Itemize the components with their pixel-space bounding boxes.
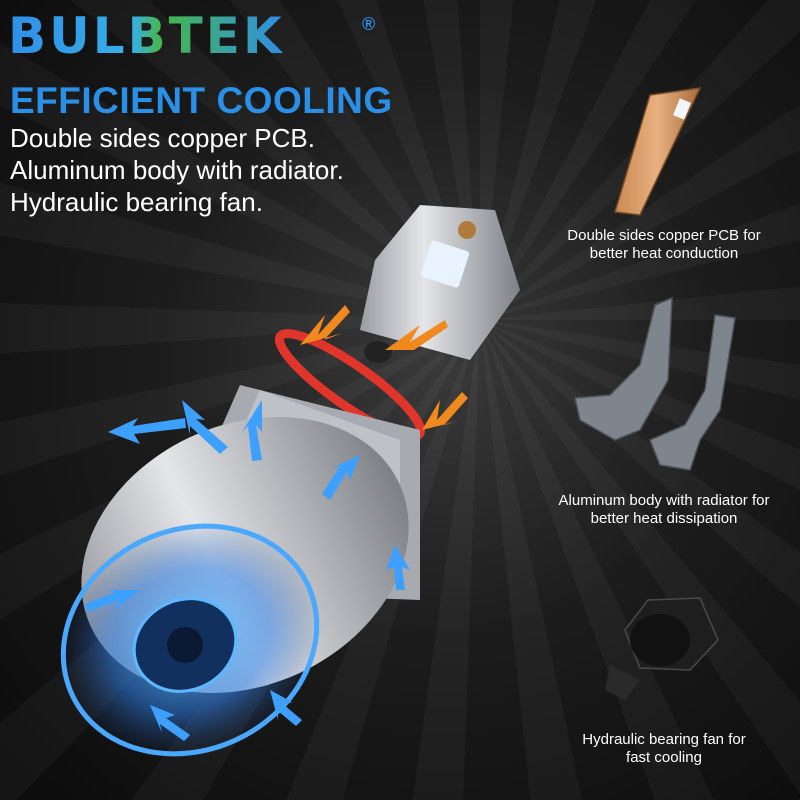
registered-mark: ® — [362, 14, 376, 34]
bulb-fan-housing — [58, 417, 409, 759]
hydraulic-fan-image — [605, 597, 719, 700]
airflow-arrows — [85, 400, 410, 741]
headline: EFFICIENT COOLING — [10, 80, 393, 121]
feature-line-fan: Hydraulic bearing fan. — [10, 187, 263, 217]
caption-aluminum-body: Aluminum body with radiator for better h… — [534, 492, 794, 528]
caption-hydraulic-fan: Hydraulic bearing fan for fast cooling — [534, 731, 794, 767]
aluminum-body-image — [574, 296, 736, 471]
caption-line: Hydraulic bearing fan for — [582, 731, 746, 748]
caption-line: better heat dissipation — [590, 510, 738, 527]
caption-line: fast cooling — [626, 749, 702, 766]
bulb-led-head — [360, 205, 520, 363]
feature-line-aluminum: Aluminum body with radiator. — [10, 155, 344, 185]
caption-line: Double sides copper PCB for — [567, 227, 761, 244]
caption-line: Aluminum body with radiator for — [558, 492, 770, 509]
brand-logo: BULBTEK — [8, 7, 285, 65]
caption-line: better heat conduction — [589, 245, 739, 262]
copper-pcb-image — [614, 87, 702, 216]
heat-arrows — [300, 305, 468, 430]
caption-copper-pcb: Double sides copper PCB for better heat … — [534, 227, 794, 263]
feature-line-pcb: Double sides copper PCB. — [10, 123, 315, 153]
